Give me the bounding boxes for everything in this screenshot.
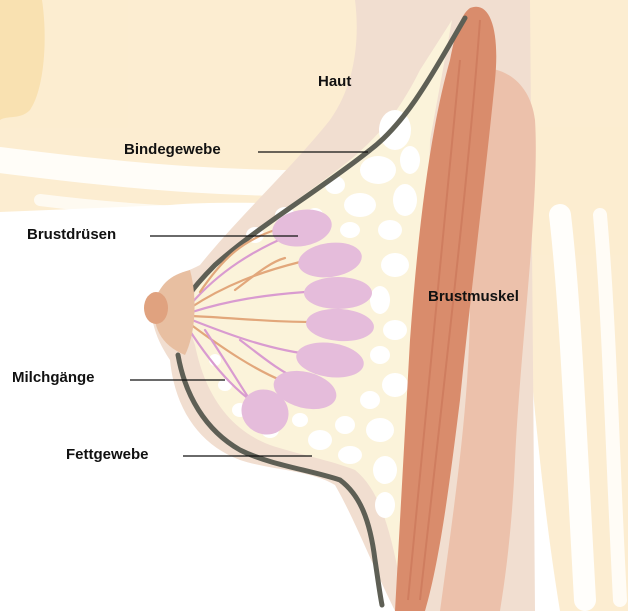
label-fettgewebe: Fettgewebe — [66, 446, 149, 463]
label-bindegewebe: Bindegewebe — [124, 141, 221, 158]
label-brustdruesen: Brustdrüsen — [27, 226, 116, 243]
nipple — [144, 292, 168, 324]
label-brustmuskel: Brustmuskel — [428, 288, 519, 305]
label-haut: Haut — [318, 73, 351, 90]
label-milchgaenge: Milchgänge — [12, 369, 95, 386]
